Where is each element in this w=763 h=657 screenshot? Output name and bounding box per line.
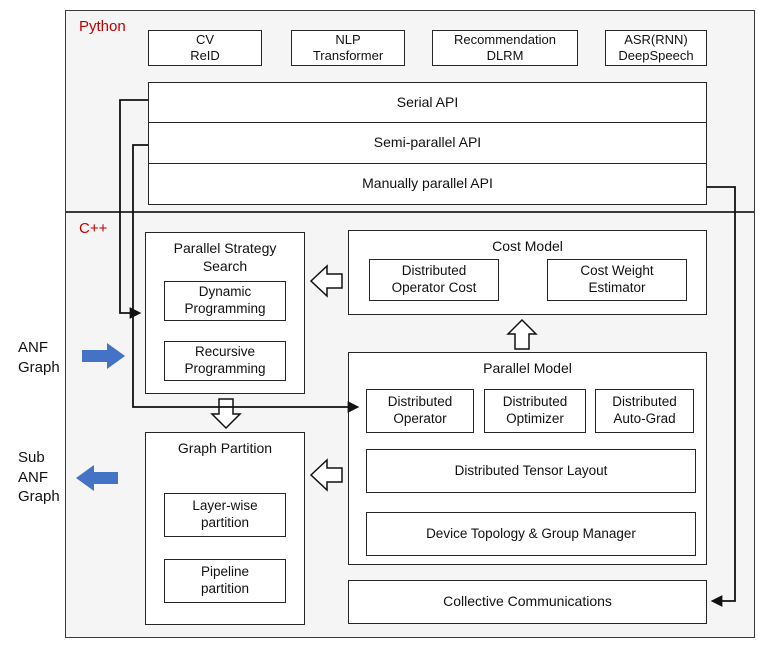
cost-model-title: Cost Model	[492, 238, 563, 254]
distributed-operator-box: Distributed Operator	[366, 389, 474, 433]
cost-weight-estimator-box: Cost Weight Estimator	[547, 259, 687, 301]
collective-communications-box: Collective Communications	[348, 580, 707, 624]
serial-api-bar: Serial API	[148, 82, 707, 123]
manually-parallel-api-label: Manually parallel API	[362, 175, 493, 192]
app-box-recommendation-dlrm-label: Recommendation DLRM	[454, 31, 556, 63]
manually-parallel-api-bar: Manually parallel API	[148, 163, 707, 205]
cost-model-box: Cost Model Distributed Operator Cost Cos…	[348, 230, 707, 315]
sub-anf-graph-label: Sub ANF Graph	[18, 449, 60, 505]
layer-wise-partition-label: Layer-wise partition	[192, 498, 258, 530]
app-box-nlp-transformer: NLP Transformer	[291, 30, 405, 66]
serial-api-label: Serial API	[396, 93, 459, 110]
pipeline-partition-label: Pipeline partition	[200, 564, 250, 596]
dynamic-programming-box: Dynamic Programming	[164, 281, 286, 321]
semi-parallel-api-bar: Semi-parallel API	[148, 122, 707, 164]
python-section-label: Python	[79, 18, 126, 35]
pipeline-partition-box: Pipeline partition	[164, 559, 286, 603]
semi-parallel-api-label: Semi-parallel API	[373, 134, 482, 151]
distributed-optimizer-label: Distributed Optimizer	[502, 394, 568, 426]
graph-partition-box: Graph Partition Layer-wise partition Pip…	[145, 432, 305, 625]
app-box-asr-deepspeech-label: ASR(RNN) DeepSpeech	[618, 31, 694, 63]
app-box-nlp-transformer-label: NLP Transformer	[312, 31, 384, 63]
distributed-auto-grad-label: Distributed Auto-Grad	[612, 394, 677, 426]
distributed-operator-cost-box: Distributed Operator Cost	[369, 259, 499, 301]
dynamic-programming-label: Dynamic Programming	[184, 284, 266, 316]
cpp-section-label: C++	[79, 220, 108, 237]
device-topology-group-manager-label: Device Topology & Group Manager	[426, 525, 636, 541]
parallel-model-title: Parallel Model	[483, 360, 572, 376]
device-topology-group-manager-box: Device Topology & Group Manager	[366, 512, 696, 556]
app-box-recommendation-dlrm: Recommendation DLRM	[432, 30, 578, 66]
recursive-programming-label: Recursive Programming	[184, 344, 266, 376]
distributed-tensor-layout-box: Distributed Tensor Layout	[366, 449, 696, 493]
distributed-tensor-layout-label: Distributed Tensor Layout	[454, 462, 608, 478]
layer-wise-partition-box: Layer-wise partition	[164, 493, 286, 537]
distributed-operator-label: Distributed Operator	[387, 394, 453, 426]
recursive-programming-box: Recursive Programming	[164, 341, 286, 381]
anf-graph-label: ANF Graph	[18, 339, 60, 376]
cost-weight-estimator-label: Cost Weight Estimator	[580, 263, 654, 295]
app-box-asr-deepspeech: ASR(RNN) DeepSpeech	[605, 30, 707, 66]
graph-partition-title: Graph Partition	[177, 440, 273, 456]
parallel-strategy-search-box: Parallel Strategy Search Dynamic Program…	[145, 232, 305, 394]
parallel-strategy-search-title: Parallel Strategy Search	[173, 240, 277, 274]
distributed-optimizer-box: Distributed Optimizer	[484, 389, 586, 433]
distributed-auto-grad-box: Distributed Auto-Grad	[595, 389, 694, 433]
app-box-cv-reid-label: CV ReID	[190, 31, 220, 63]
distributed-operator-cost-label: Distributed Operator Cost	[391, 263, 477, 295]
parallel-model-box: Parallel Model Distributed Operator Dist…	[348, 352, 707, 565]
collective-communications-label: Collective Communications	[443, 593, 612, 610]
app-box-cv-reid: CV ReID	[148, 30, 262, 66]
